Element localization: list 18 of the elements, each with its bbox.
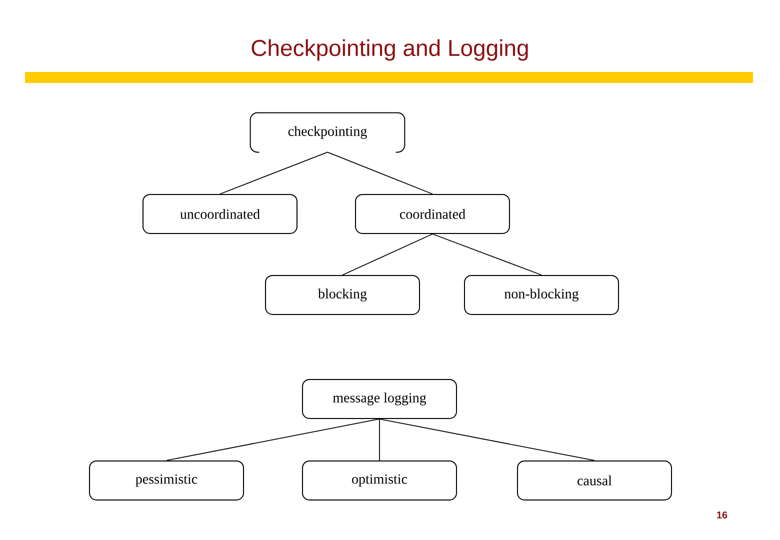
rounded-box: blocking <box>265 274 420 315</box>
connector-line <box>327 152 433 194</box>
connector-line <box>379 418 595 461</box>
connector-line <box>220 152 328 194</box>
page-number: 16 <box>717 511 728 519</box>
connector-line <box>432 234 542 276</box>
title: Checkpointing and Logging <box>252 39 528 61</box>
rounded-box: checkpointing <box>250 112 406 153</box>
rounded-box: causal <box>517 460 672 500</box>
rounded-box: message logging <box>302 378 457 419</box>
rounded-box: pessimistic <box>89 460 244 500</box>
connector-line <box>342 234 433 276</box>
rounded-box: non-blocking <box>464 274 619 315</box>
rounded-box: uncoordinated <box>142 194 298 234</box>
connector-line <box>166 418 380 461</box>
rounded-box: optimistic <box>302 460 457 500</box>
connector-line <box>379 418 380 461</box>
rounded-box: coordinated <box>355 194 510 234</box>
